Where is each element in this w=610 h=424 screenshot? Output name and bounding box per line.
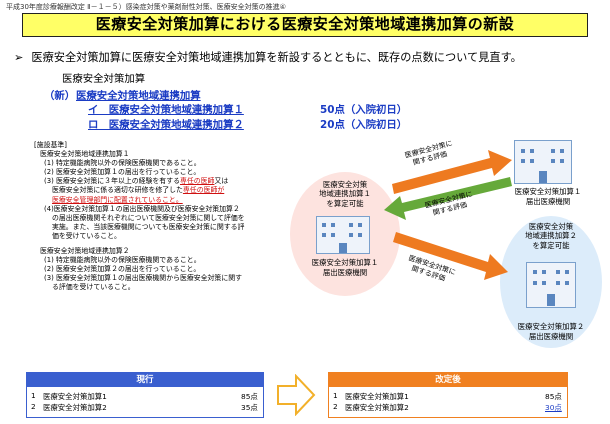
- criteria-item3-red-1: 専任の医師: [179, 177, 215, 186]
- new-heading: 医療安全対策地域連携加算: [76, 90, 201, 102]
- arrow-mid-green: [384, 177, 512, 220]
- left-bubble-line-1: 医療安全対策: [322, 180, 368, 189]
- criteria-sec2-title: 医療安全対策地域連携加算２: [40, 247, 130, 256]
- addon-heading: 医療安全対策加算: [62, 73, 146, 85]
- right-bubble-text: 医療安全対策 地域連携加算２ を算定可能: [506, 222, 596, 250]
- left-caption-line-1: 医療安全対策加算１: [311, 258, 379, 267]
- current-row-1-name: 医療安全対策加算1: [43, 392, 107, 401]
- top-right-caption-line-1: 医療安全対策加算１: [514, 187, 582, 196]
- current-row-1-no: 1: [31, 391, 36, 400]
- right-caption: 医療安全対策加算２ 届出医療機関: [510, 322, 592, 341]
- top-right-caption: 医療安全対策加算１ 届出医療機関: [506, 187, 590, 206]
- arrow-top-orange: [392, 150, 512, 194]
- criteria-block: [施設基準] 医療安全対策地域連携加算１ (1) 特定機能病院以外の保険医療機関…: [34, 141, 304, 293]
- revised-row-2-no: 2: [333, 402, 338, 411]
- new-item-1-points: 50点（入院初日）: [320, 104, 408, 116]
- right-hospital-icon: [526, 262, 576, 308]
- right-bubble-line-1: 医療安全対策: [528, 222, 574, 231]
- arrow-bot-orange: [393, 232, 508, 280]
- criteria-sec1-item-3c: 医療安全管理部門に配置されていること。: [34, 196, 304, 205]
- criteria-sec1-item-3: (3) 医療安全対策に３年以上の経験を有する専任の医師又は: [34, 177, 304, 186]
- current-row-2-points: 35点: [241, 403, 258, 412]
- criteria-sec1-line-2: (2) 医療安全対策加算１の届出を行っていること。: [44, 168, 201, 177]
- criteria-sec2-line-2: (2) 医療安全対策加算２の届出を行っていること。: [44, 265, 201, 274]
- new-item-1-label: イ 医療安全対策地域連携加算１: [88, 104, 244, 116]
- top-right-hospital-icon: [514, 140, 572, 184]
- criteria-sec2-line-4: る評価を受けていること。: [52, 283, 135, 292]
- document-header: 平成30年度診療報酬改定 Ⅱ－１－５）感染症対策や薬剤耐性対策、医療安全対策の推…: [6, 3, 286, 11]
- current-row-1-points: 85点: [241, 392, 258, 401]
- right-caption-line-1: 医療安全対策加算２: [517, 322, 585, 331]
- current-table: 現行 1 医療安全対策加算1 85点 2 医療安全対策加算2 35点: [26, 372, 264, 418]
- summary-text: 医療安全対策加算に医療安全対策地域連携加算を新設するとともに、既存の点数について…: [31, 51, 522, 64]
- criteria-sec1-title: 医療安全対策地域連携加算１: [40, 150, 130, 159]
- revised-row-2-name: 医療安全対策加算2: [345, 403, 409, 412]
- summary-bullet: ➢ 医療安全対策加算に医療安全対策地域連携加算を新設するとともに、既存の点数につい…: [14, 49, 522, 65]
- current-table-header: 現行: [27, 373, 263, 387]
- new-item-1: イ 医療安全対策地域連携加算１ 50点（入院初日）: [88, 101, 410, 116]
- criteria-sec1-item4-2: の届出医療機関それぞれについて医療安全対策に関して評価を: [52, 213, 245, 222]
- current-row-2-no: 2: [31, 402, 36, 411]
- top-right-caption-line-2: 届出医療機関: [525, 196, 571, 206]
- left-hospital-icon: [316, 216, 370, 254]
- criteria-sec1-item4-4: 価を受けていること。: [52, 231, 121, 240]
- criteria-sec2-line-1: (1) 特定機能病院以外の保険医療機関であること。: [44, 256, 201, 265]
- title-box: 医療安全対策加算における医療安全対策地域連携加算の新設: [22, 13, 588, 37]
- revised-row-1-no: 1: [333, 391, 338, 400]
- criteria-heading: [施設基準]: [34, 141, 67, 149]
- criteria-sec1-item4-3: 実施。また、当該医療機関についても医療安全対策に関する評: [52, 222, 245, 231]
- right-bubble-line-2: 地域連携加算２: [525, 231, 577, 241]
- left-bubble-line-2: 地域連携加算１: [319, 189, 371, 199]
- criteria-item3-red-2: 専任の医師が: [182, 186, 225, 195]
- page-title: 医療安全対策加算における医療安全対策地域連携加算の新設: [95, 15, 515, 33]
- criteria-sec1-item-3b: 医療安全対策に係る適切な研修を修了した専任の医師が: [34, 186, 304, 195]
- revised-row-2-points: 30点: [545, 403, 562, 412]
- current-row-2-name: 医療安全対策加算2: [43, 403, 107, 412]
- bullet-arrow-icon: ➢: [14, 51, 24, 64]
- right-bubble-line-3: を算定可能: [532, 240, 570, 250]
- new-item-2: ロ 医療安全対策地域連携加算２ 20点（入院初日）: [88, 116, 410, 131]
- transition-arrow-icon: [277, 374, 316, 416]
- revised-row-1-name: 医療安全対策加算1: [345, 392, 409, 401]
- left-caption: 医療安全対策加算１ 届出医療機関: [300, 258, 390, 277]
- revised-table: 改定後 1 医療安全対策加算1 85点 2 医療安全対策加算2 30点: [328, 372, 568, 418]
- revised-table-header: 改定後: [329, 373, 567, 387]
- criteria-sec2-line-3: (3) 医療安全対策加算１の届出医療機関から医療安全対策に関す: [44, 274, 242, 283]
- new-item-2-points: 20点（入院初日）: [320, 119, 408, 131]
- new-label: （新）: [44, 90, 76, 102]
- revised-row-1-points: 85点: [545, 392, 562, 401]
- criteria-sec1-line-1: (1) 特定機能病院以外の保険医療機関であること。: [44, 159, 201, 168]
- right-caption-line-2: 届出医療機関: [528, 331, 574, 341]
- criteria-sec1-item4-1: (4)医療安全対策加算１の届出医療機関及び医療安全対策加算２: [44, 204, 240, 213]
- criteria-item3-text-2: 医療安全対策に係る適切な研修を修了した: [52, 186, 183, 195]
- left-bubble-text: 医療安全対策 地域連携加算１ を算定可能: [298, 180, 392, 208]
- left-caption-line-2: 届出医療機関: [322, 267, 368, 277]
- criteria-item3-text: (3) 医療安全対策に３年以上の経験を有する: [44, 177, 180, 186]
- criteria-item3-or: 又は: [214, 177, 229, 186]
- criteria-item3-red-3: 医療安全管理部門に配置されていること。: [52, 195, 183, 204]
- new-item-2-label: ロ 医療安全対策地域連携加算２: [88, 119, 244, 131]
- left-bubble-line-3: を算定可能: [326, 198, 364, 208]
